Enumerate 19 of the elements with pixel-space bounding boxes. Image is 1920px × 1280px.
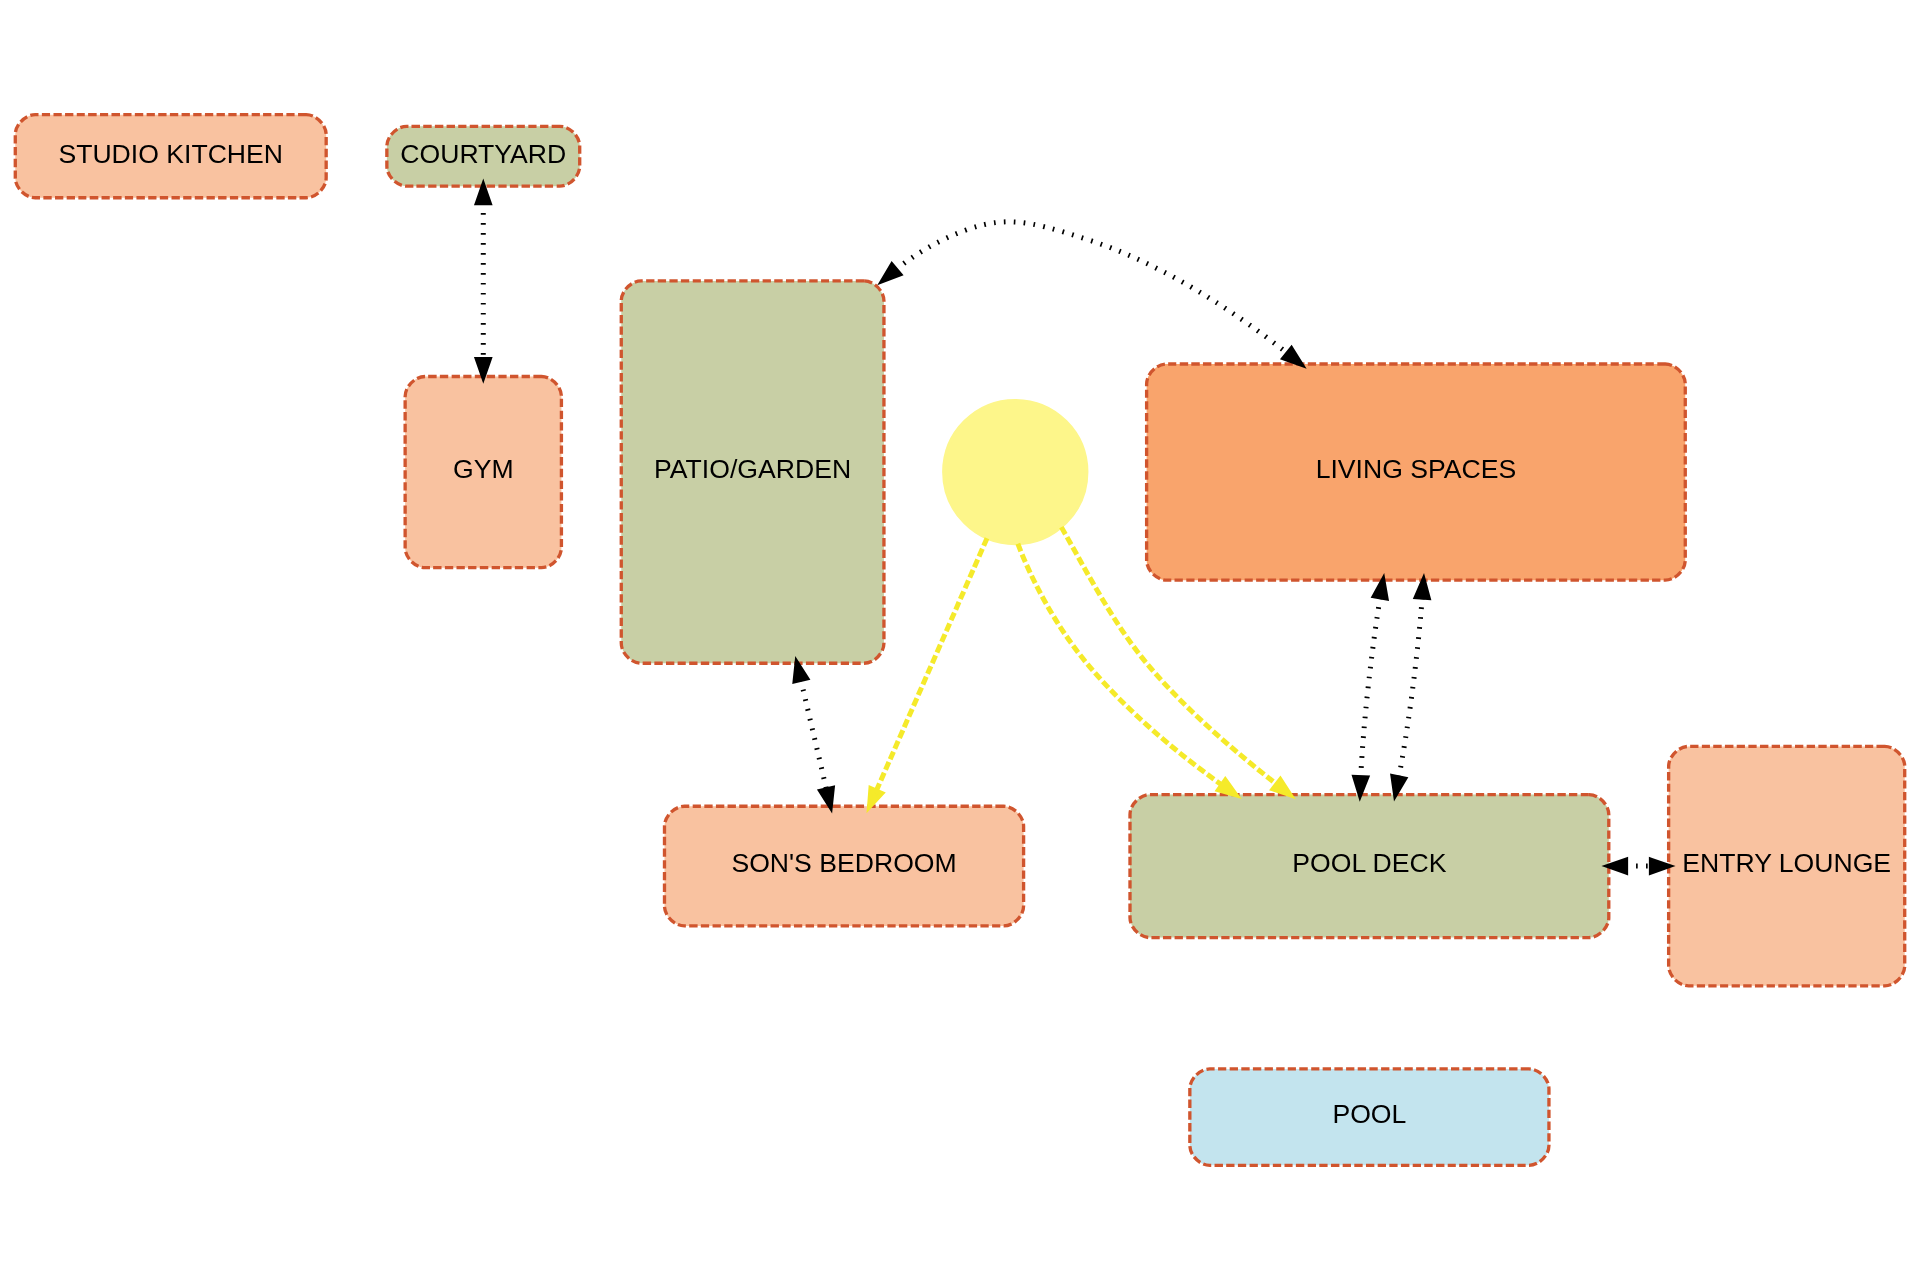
node-box: STUDIO KITCHEN [13,113,328,200]
node-box: PATIO/GARDEN [619,279,886,665]
node-circle [942,398,1089,546]
arrow [1015,542,1242,799]
arrow [1351,573,1390,802]
node-box: SON'S BEDROOM [662,804,1026,928]
arrow [877,219,1307,369]
node-box: POOL DECK [1128,792,1611,940]
arrow [1390,572,1432,802]
arrow [792,656,836,814]
arrow [473,178,493,384]
node-box: LIVING SPACES [1144,362,1687,582]
arrow [1059,525,1296,800]
arrow [866,537,990,814]
node-box: POOL [1188,1067,1551,1167]
node-box: ENTRY LOUNGE [1666,744,1907,988]
arrow [1601,856,1676,876]
node-box: COURTYARD [385,124,582,188]
node-box: GYM [403,374,564,570]
